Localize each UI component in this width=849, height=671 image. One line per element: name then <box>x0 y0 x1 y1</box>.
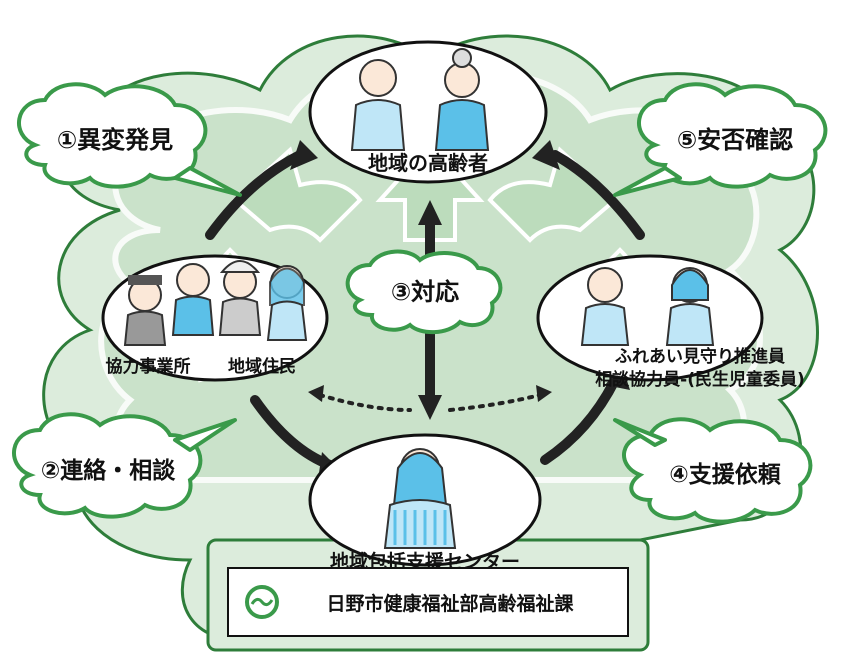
step-bubble-5: ⑤安否確認 <box>613 82 828 197</box>
step-bubble-4: ④支援依頼 <box>613 417 813 524</box>
firefighter-icon <box>218 260 262 336</box>
node-watchers: ふれあい見守り推進員 相談協力員‐(民生児童委員) <box>536 254 805 390</box>
shopkeeper-icon <box>171 263 215 336</box>
step-bubble-3: ③対応 <box>345 249 503 335</box>
center-staff-icon <box>383 448 457 549</box>
step-bubble-2: ②連絡・相談 <box>12 412 237 519</box>
elderly-label: 地域の高齢者 <box>368 151 488 175</box>
hino-city-emblem-icon <box>245 585 279 619</box>
cooperating-business-label: 協力事業所 <box>106 356 191 377</box>
dotted-arrows <box>318 393 542 412</box>
step-1-label: ①異変発見 <box>57 126 173 154</box>
watchers-label-line2: 相談協力員‐(民生児童委員) <box>595 369 805 390</box>
node-elderly: 地域の高齢者 <box>308 40 548 184</box>
step-4-label: ④支援依頼 <box>669 461 781 488</box>
step-2-label: ②連絡・相談 <box>41 457 176 484</box>
footer-department-box: 日野市健康福祉部高齢福祉課 <box>227 567 629 637</box>
node-center <box>308 433 542 567</box>
elderly-woman-icon <box>434 48 490 151</box>
male-volunteer-icon <box>580 267 630 346</box>
department-name: 日野市健康福祉部高齢福祉課 <box>326 592 574 615</box>
step-5-label: ⑤安否確認 <box>677 126 793 154</box>
watchers-label-line1: ふれあい見守り推進員 <box>615 346 785 367</box>
dotted-arrow-heads <box>308 385 552 402</box>
local-residents-label: 地域住民 <box>228 356 296 377</box>
female-volunteer-icon <box>665 267 715 346</box>
police-officer-icon <box>123 275 167 346</box>
elderly-man-icon <box>350 59 406 151</box>
step-3-label: ③対応 <box>391 278 459 306</box>
step-bubble-1: ①異変発見 <box>17 82 242 197</box>
resident-woman-icon <box>266 265 308 341</box>
node-cooperators: 協力事業所 地域住民 <box>101 254 329 382</box>
